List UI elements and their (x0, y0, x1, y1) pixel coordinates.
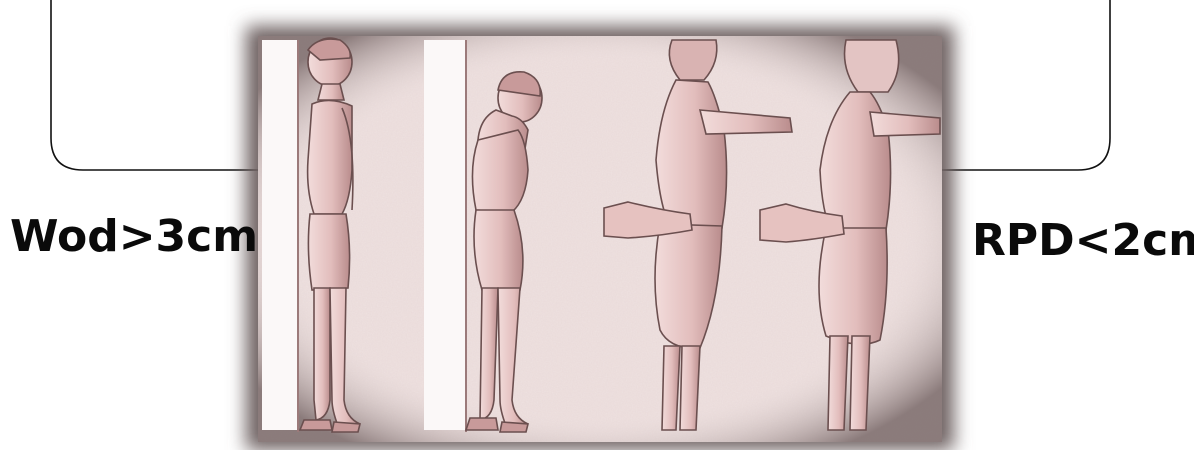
wall-left-panel-1 (262, 40, 298, 430)
left-measure-label: Wod>3cm (10, 211, 258, 262)
right-measure-label: RPD<2cm (972, 215, 1194, 266)
wall-left-panel-2 (424, 40, 466, 430)
posture-illustration (246, 26, 954, 450)
